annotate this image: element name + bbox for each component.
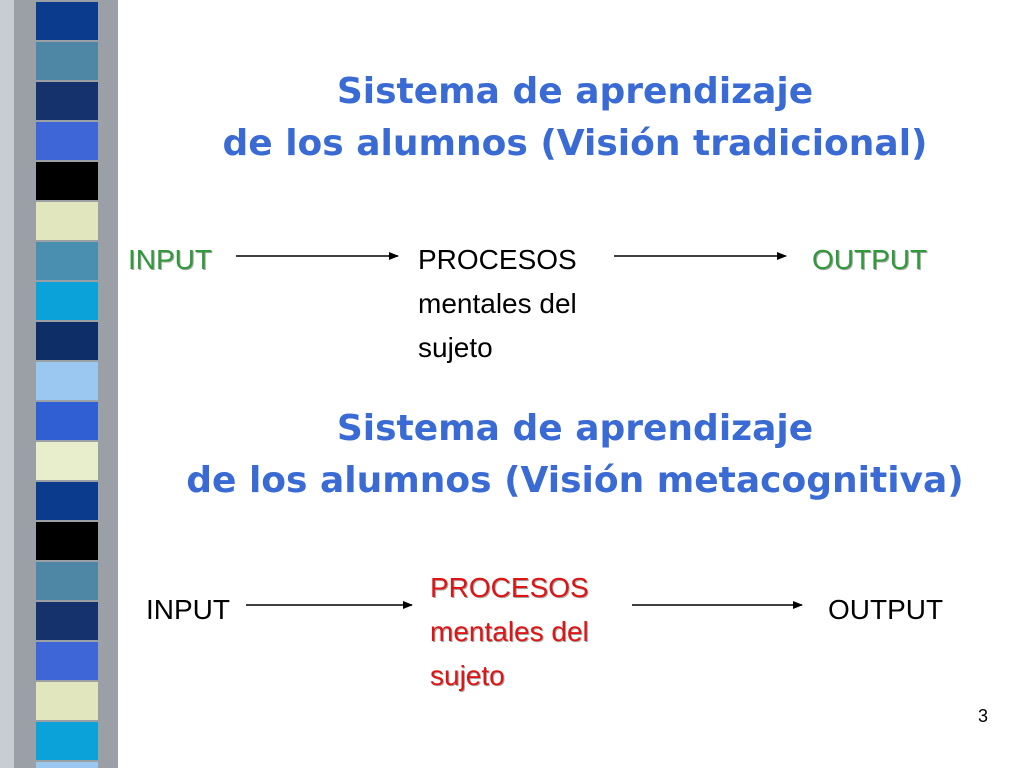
stripe-block: [36, 442, 98, 480]
stripe-block: [36, 42, 98, 80]
stripe-block: [36, 522, 98, 560]
traditional-process-line-3: sujeto: [418, 332, 493, 363]
metacognitive-process-line-2: mentales del: [430, 616, 589, 647]
metacognitive-process-line-1: PROCESOS: [430, 572, 589, 603]
decorative-stripe-bar: [0, 0, 118, 768]
metacognitive-input-label: INPUT: [146, 594, 230, 625]
stripe-blocks: [36, 2, 98, 768]
traditional-process-line-2: mentales del: [418, 288, 577, 319]
title-traditional-line-1: Sistema de aprendizaje: [336, 71, 814, 112]
stripe-block: [36, 482, 98, 520]
stripe-block: [36, 202, 98, 240]
stripe-block: [36, 2, 98, 40]
stripe-block: [36, 642, 98, 680]
stripe-block: [36, 362, 98, 400]
stripe-block: [36, 82, 98, 120]
stripe-block: [36, 682, 98, 720]
traditional-process-line-1: PROCESOS: [418, 244, 577, 275]
stripe-block: [36, 162, 98, 200]
stripe-block: [36, 122, 98, 160]
metacognitive-process-label: PROCESOS mentales del sujeto: [430, 566, 589, 698]
stripe-block: [36, 762, 98, 768]
page-number: 3: [977, 706, 988, 726]
stripe-block: [36, 282, 98, 320]
stripe-block: [36, 722, 98, 760]
traditional-output-label: OUTPUT: [812, 244, 928, 275]
stripe-block: [36, 242, 98, 280]
stripe-block: [36, 322, 98, 360]
metacognitive-output-label: OUTPUT: [828, 594, 944, 625]
stripe-block: [36, 562, 98, 600]
title-metacognitive-line-1: Sistema de aprendizaje: [336, 408, 814, 449]
metacognitive-process-line-3: sujeto: [430, 660, 505, 691]
title-metacognitive-line-2: de los alumnos (Visión metacognitiva): [186, 460, 964, 501]
stripe-block: [36, 402, 98, 440]
slide-title-metacognitive: Sistema de aprendizaje de los alumnos (V…: [130, 403, 1020, 507]
traditional-process-label: PROCESOS mentales del sujeto: [418, 238, 577, 370]
stripe-block: [36, 602, 98, 640]
title-traditional-line-2: de los alumnos (Visión tradicional): [222, 123, 928, 164]
slide-title-traditional: Sistema de aprendizaje de los alumnos (V…: [160, 66, 990, 170]
traditional-input-label: INPUT: [128, 244, 212, 275]
